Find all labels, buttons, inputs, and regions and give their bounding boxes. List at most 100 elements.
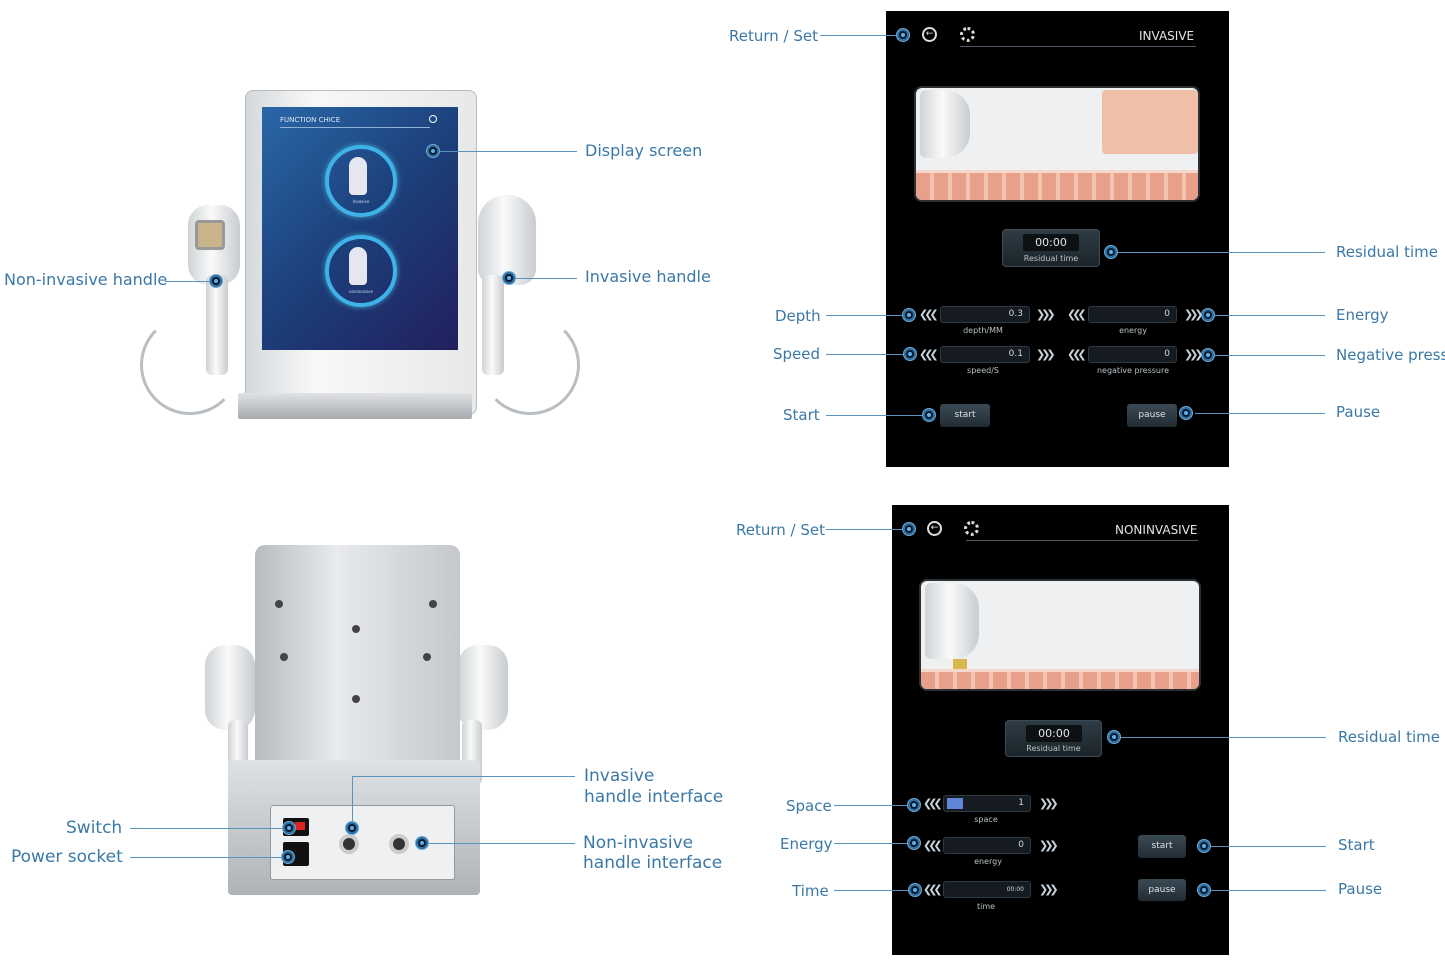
space-marker	[908, 799, 920, 811]
label-speed: Speed	[773, 345, 821, 363]
device-back-view	[200, 540, 510, 900]
connector-line	[1211, 890, 1326, 891]
label-energy: Energy	[780, 835, 833, 853]
screw	[429, 600, 437, 608]
residual-time-marker	[1108, 731, 1120, 743]
label-power-socket: Power socket	[11, 847, 123, 867]
noninvasive-title: NONINVASIVE	[1115, 523, 1198, 537]
device-front-view: FUNCTION CHICE Invasive noninvasive	[140, 85, 590, 425]
space-increase-button[interactable]: ❯❯❯	[1039, 797, 1059, 810]
energy-field[interactable]: 0	[943, 837, 1031, 854]
screw	[423, 653, 431, 661]
label-residual-time: Residual time	[1338, 728, 1441, 746]
invasive-handle	[478, 195, 536, 285]
skin-layer	[921, 669, 1199, 689]
gear-icon[interactable]	[960, 27, 975, 42]
noninvasive-illustration	[919, 579, 1201, 691]
label-noninvasive-interface-1: Non-invasive	[583, 833, 694, 853]
energy-field[interactable]: 0	[1088, 306, 1177, 323]
handle-tip	[953, 659, 967, 671]
noninvasive-interface-port[interactable]	[389, 834, 409, 854]
negative-pressure-field[interactable]: 0	[1088, 346, 1177, 363]
speed-decrease-button[interactable]: ❮❮❮	[919, 348, 939, 361]
energy-decrease-button[interactable]: ❮❮❮	[923, 839, 943, 852]
label-invasive-interface-1: Invasive	[584, 766, 655, 786]
pause-button[interactable]: pause	[1138, 879, 1186, 901]
depth-field[interactable]: 0.3	[940, 306, 1030, 323]
depth-increase-button[interactable]: ❯❯❯	[1036, 308, 1056, 321]
invasive-mode-button[interactable]: Invasive	[325, 145, 397, 217]
start-button[interactable]: start	[1138, 835, 1186, 858]
back-panel	[255, 545, 460, 765]
label-negative-pressure: Negative pressu	[1336, 346, 1445, 364]
screw	[352, 625, 360, 633]
speed-caption: speed/S	[967, 366, 999, 375]
space-decrease-button[interactable]: ❮❮❮	[923, 797, 943, 810]
device-base	[238, 393, 472, 419]
gear-icon[interactable]	[964, 521, 979, 536]
left-handle	[205, 645, 255, 730]
invasive-illustration	[914, 86, 1200, 202]
cable-right	[480, 315, 580, 415]
cable-left	[140, 315, 240, 415]
label-energy: Energy	[1336, 306, 1389, 324]
label-display-screen: Display screen	[585, 141, 703, 160]
connector-line	[1215, 315, 1325, 316]
connector-line	[834, 890, 908, 891]
depth-marker	[903, 309, 915, 321]
label-time: Time	[792, 882, 829, 900]
label-return-set: Return / Set	[736, 521, 825, 539]
start-button[interactable]: start	[940, 404, 990, 427]
connector-line	[429, 843, 575, 844]
pressure-increase-button[interactable]: ❯❯❯	[1184, 348, 1204, 361]
connector-line	[516, 278, 577, 279]
connector-line	[352, 776, 353, 828]
time-increase-button[interactable]: ❯❯❯	[1039, 883, 1059, 896]
speed-marker	[904, 348, 916, 360]
time-caption: time	[976, 902, 996, 911]
residual-time-display: 00:00 Residual time	[1002, 229, 1100, 267]
residual-time-marker	[1105, 246, 1117, 258]
label-noninvasive-interface-2: handle interface	[583, 853, 723, 873]
energy-increase-button[interactable]: ❯❯❯	[1184, 308, 1204, 321]
pressure-decrease-button[interactable]: ❮❮❮	[1067, 348, 1087, 361]
energy-caption: energy	[974, 857, 1002, 866]
energy-decrease-button[interactable]: ❮❮❮	[1067, 308, 1087, 321]
energy-marker	[1202, 309, 1214, 321]
label-residual-time: Residual time	[1336, 243, 1439, 261]
return-set-marker	[903, 523, 915, 535]
handle-illustration	[925, 583, 979, 659]
space-fill	[947, 798, 963, 809]
time-field[interactable]: 00:00	[943, 881, 1031, 898]
space-value: 1	[1018, 798, 1024, 808]
return-set-marker	[897, 29, 909, 41]
label-invasive-handle: Invasive handle	[585, 267, 711, 286]
negative-pressure-caption: negative pressure	[1096, 366, 1170, 375]
connector-line	[834, 805, 908, 806]
display-screen[interactable]: FUNCTION CHICE Invasive noninvasive	[262, 107, 458, 350]
pause-button[interactable]: pause	[1127, 404, 1177, 427]
label-start: Start	[1338, 836, 1375, 854]
noninvasive-mode-button[interactable]: noninvasive	[325, 235, 397, 307]
back-arrow-icon[interactable]: ←	[927, 521, 942, 536]
depth-decrease-button[interactable]: ❮❮❮	[919, 308, 939, 321]
residual-time-caption: Residual time	[1026, 744, 1081, 753]
back-arrow-icon[interactable]: ←	[922, 27, 937, 42]
connector-line	[820, 35, 898, 36]
residual-time-display: 00:00 Residual time	[1005, 720, 1102, 757]
screen-title-underline	[280, 127, 430, 128]
speed-field[interactable]: 0.1	[940, 346, 1030, 363]
space-field[interactable]: 1	[943, 795, 1031, 812]
connector-line	[834, 843, 908, 844]
depth-caption: depth/MM	[963, 326, 1003, 335]
speed-increase-button[interactable]: ❯❯❯	[1036, 348, 1056, 361]
invasive-handle-marker	[503, 272, 515, 284]
label-depth: Depth	[775, 307, 821, 325]
energy-increase-button[interactable]: ❯❯❯	[1039, 839, 1059, 852]
invasive-interface-port[interactable]	[339, 834, 359, 854]
energy-caption: energy	[1119, 326, 1147, 335]
settings-icon[interactable]	[429, 115, 437, 123]
residual-time-value: 00:00	[1023, 234, 1079, 251]
time-decrease-button[interactable]: ❮❮❮	[923, 883, 943, 896]
negative-pressure-marker	[1202, 349, 1214, 361]
